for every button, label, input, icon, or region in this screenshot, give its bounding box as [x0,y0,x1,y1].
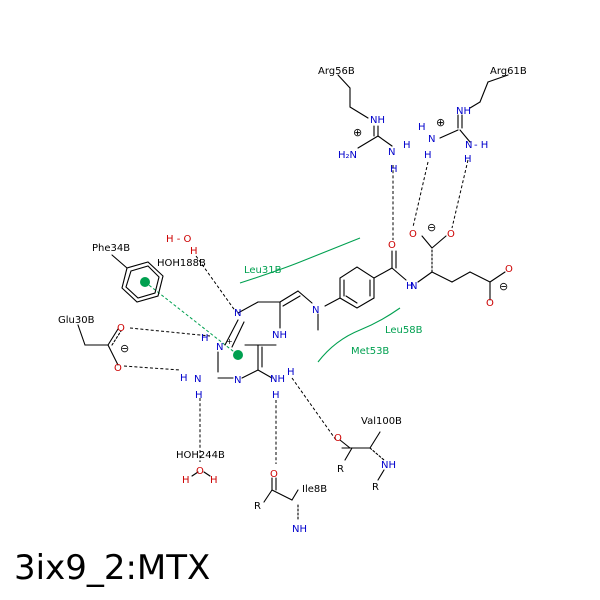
glu30-o1: O [117,323,125,334]
glu-alpha-charge: ⊖ [427,221,436,234]
hoh244-label: HOH244B [176,450,225,461]
arg61-sidechain [439,74,509,143]
hoh244-water-bonds [191,471,211,477]
arg61-h1: H [418,122,426,133]
amide-o: O [388,240,396,251]
pteridine-plus: + [226,337,233,346]
hoh244-h1: H [182,475,190,486]
leu58-label: Leu58B [385,325,423,336]
ile8-label: Ile8B [302,484,327,495]
ile8-o: O [270,469,278,480]
glutamate-chain [417,235,506,301]
glu30-sidechain [77,324,122,366]
page-title: 3ix9_2:MTX [14,548,211,588]
amino4-h: H [272,390,280,401]
pteridine-ring [217,290,341,379]
glu-gamma-o2: O [486,298,494,309]
val100-nh: NH [381,460,396,471]
leu58-contact-arc [317,307,401,363]
hoh188-h: H [190,246,198,257]
glu30-o2: O [114,363,122,374]
amino2-h: H [195,390,203,401]
phe34-label: Phe34B [92,243,130,254]
val100-r1: R [337,464,344,475]
amino2-nh: H [180,373,188,384]
glu-alpha-o1: O [409,229,417,240]
ligand-ring-centroid [233,350,243,360]
amino4-n: NH [270,374,285,385]
arg61-nh1: N [428,134,435,145]
pi-stacking-line [144,281,239,356]
pteridine-h1: H [201,333,209,344]
glu30-label: Glu30B [58,315,95,326]
arg61-label: Arg61B [490,66,527,77]
amino4-h2: H [287,367,295,378]
hoh244-o: O [196,466,204,477]
arg61-h2: H [424,150,432,161]
leu31-label: Leu31B [244,265,282,276]
val100-r2: R [372,482,379,493]
glu-gamma-charge: ⊖ [499,280,508,293]
arg56-h2: H [390,164,398,175]
leu31-contact-arc [239,237,361,284]
pteridine-n3: N [234,375,241,386]
pteridine-nh8: NH [272,330,287,341]
arg56-h1: H [403,140,411,151]
arg56-sidechain [337,74,393,149]
arg56-ne: NH [370,115,385,126]
val100-label: Val100B [361,416,402,427]
arg56-nh2: H₂N [338,150,357,161]
arg61-ne: NH [456,106,471,117]
glu-alpha-o2: O [447,229,455,240]
phe34-ring [111,254,164,303]
amide-n-label: N [410,281,417,292]
ile8-r: R [254,501,261,512]
amide-n: H [406,281,414,292]
val100-o: O [334,433,342,444]
hydrogen-bonds [123,159,469,464]
arg61-nh2: N [465,140,472,151]
met53-label: Met53B [351,346,389,357]
arg56-charge: ⊕ [353,126,362,139]
ile8-backbone [263,477,299,521]
arg61-h4: H [464,154,472,165]
hoh188-ho: H - O [166,234,191,245]
hoh244-h2: H [210,475,218,486]
n10-atom: N [312,305,319,316]
pteridine-n1: N [216,342,223,353]
arg61-charge: ⊕ [436,116,445,129]
amino2-n: N [194,374,201,385]
ile8-nh: NH [292,524,307,535]
glu-gamma-o1: O [505,264,513,275]
arg56-nh1: N [388,147,395,158]
hoh188-label: HOH188B [157,258,206,269]
glu30-charge: ⊖ [120,342,129,355]
benzoyl-ring [339,250,407,309]
arg56-label: Arg56B [318,66,355,77]
pteridine-n5: N [234,308,241,319]
val100-backbone [339,431,385,481]
arg61-h3: - H [474,140,488,151]
